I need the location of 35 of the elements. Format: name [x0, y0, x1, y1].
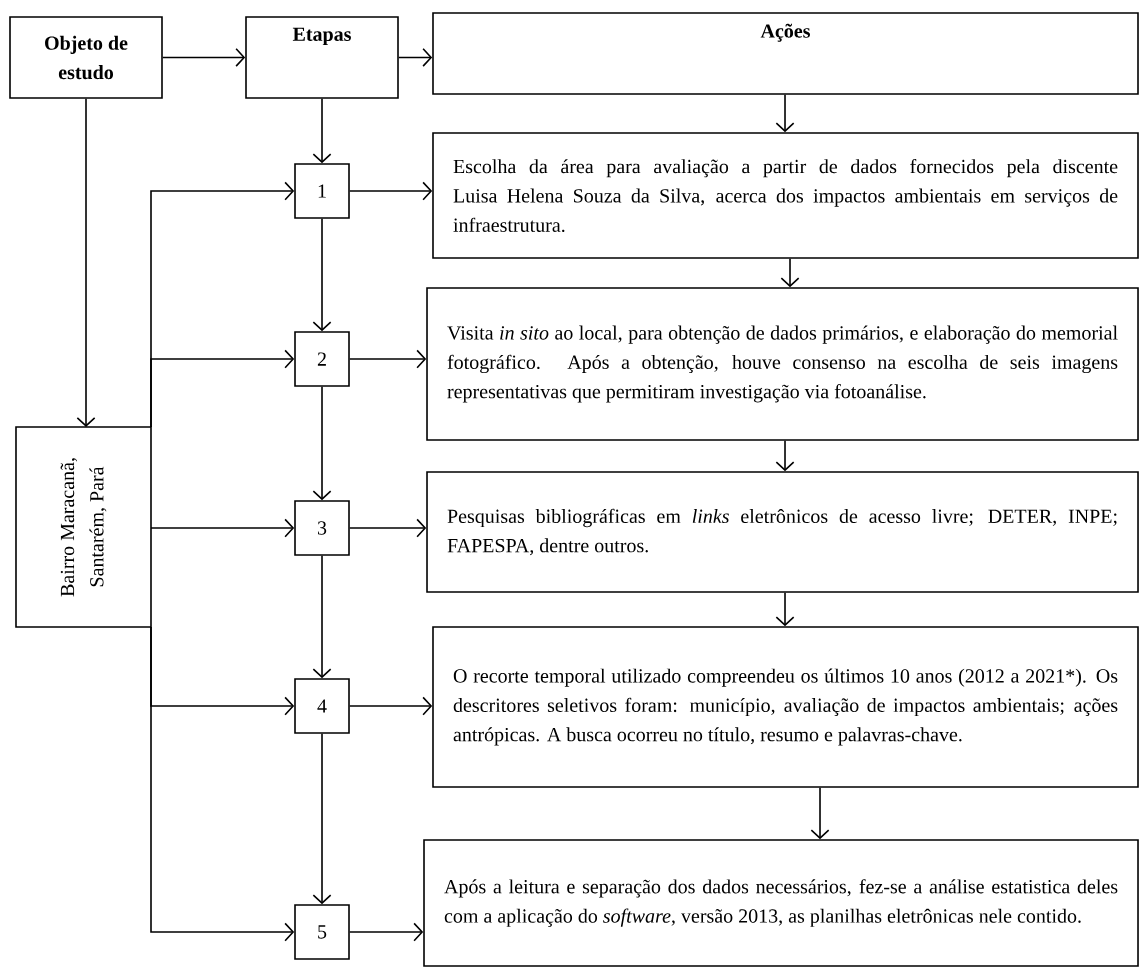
arrow	[312, 386, 332, 501]
arrow	[349, 696, 433, 716]
arrow	[349, 181, 433, 201]
step-box: 5	[294, 904, 350, 960]
step-box: 2	[294, 331, 350, 387]
step-box: 3	[294, 500, 350, 556]
arrow	[398, 48, 433, 67]
location-box: Bairro Maracanã, Santarém, Pará	[15, 426, 152, 628]
arrow	[312, 733, 332, 905]
arrow	[775, 592, 795, 627]
action-box: O recorte temporal utilizado compreendeu os últimos 10 anos (2012 a 2021*). Os descritores seletivos foram: município, avaliação de impactos ambientais; ações antrópicas. A busca ocorreu no título, resumo e palavras-chave.	[432, 626, 1139, 788]
action-box: Visita in sito ao local, para obtenção de dados primários, e elaboração do memorial fotográfico. Após a obtenção, houve consenso na escolha de seis imagens representativas que permitiram investigação via fotoanálise.	[426, 287, 1139, 441]
arrow	[312, 98, 332, 164]
arrow	[312, 218, 332, 332]
arrow	[162, 48, 246, 67]
arrow	[150, 349, 295, 428]
arrow	[780, 258, 800, 288]
action-box: Escolha da área para avaliação a partir de dados fornecidos pela discente Luisa Helena Souza da Silva, acerca dos impactos ambientais em serviços de infraestrutura.	[432, 132, 1139, 259]
action-box: Pesquisas bibliográficas em links eletrônicos de acesso livre; DETER, INPE; FAPESPA, dentre outros.	[426, 471, 1139, 593]
arrow	[775, 94, 795, 133]
arrow	[150, 518, 295, 538]
action-box: Após a leitura e separação dos dados necessários, fez-se a análise estatistica deles com a aplicação do software, versão 2013, as planilhas eletrônicas nele contido.	[423, 839, 1139, 967]
header-box: Ações	[432, 12, 1139, 95]
arrow	[76, 98, 96, 427]
step-box: 1	[294, 163, 350, 219]
header-box: Etapas	[245, 16, 399, 99]
arrow	[775, 440, 795, 472]
arrow	[349, 349, 427, 369]
header-box: Objeto de estudo	[9, 16, 163, 99]
step-box: 4	[294, 678, 350, 734]
arrow	[312, 555, 332, 679]
arrow	[349, 922, 424, 942]
arrow	[810, 787, 830, 840]
arrow	[349, 518, 427, 538]
arrow	[150, 626, 295, 942]
